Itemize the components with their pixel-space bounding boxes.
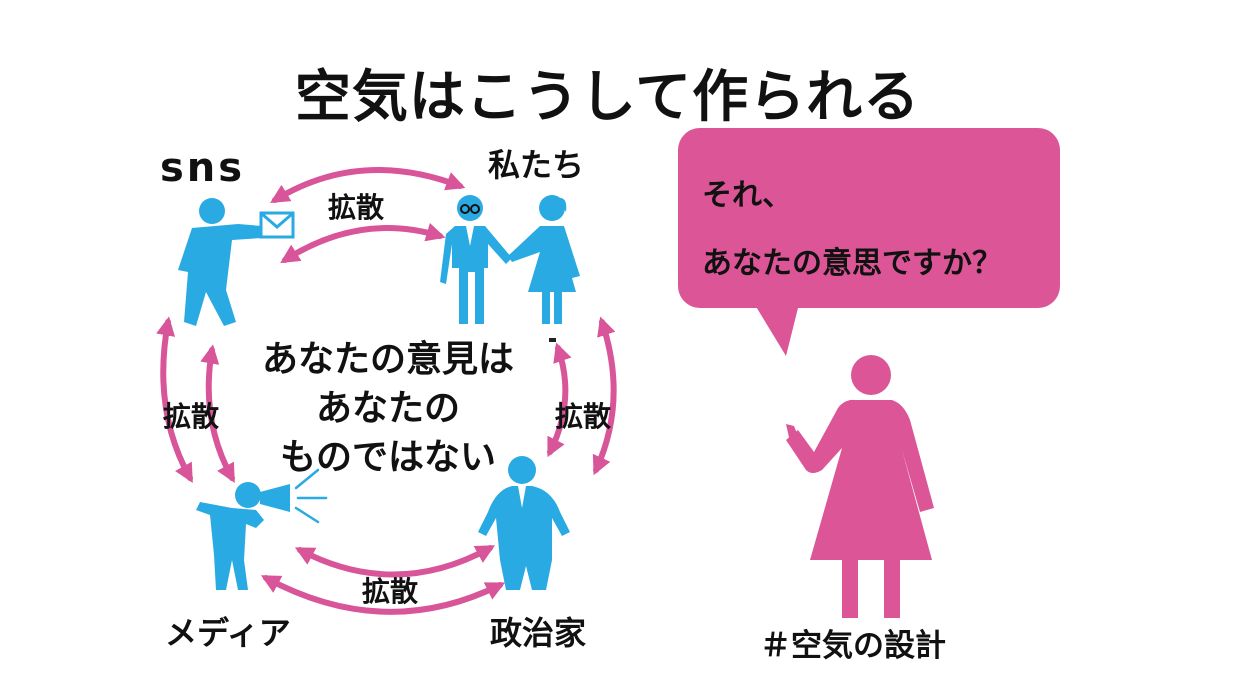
arrow-left-inner [200, 344, 235, 484]
spread-label-right: 拡散 [555, 400, 612, 433]
politician-icon [478, 456, 570, 590]
dash-mark [549, 338, 556, 342]
spread-label-left: 拡散 [163, 400, 220, 433]
spread-label-bottom: 拡散 [362, 575, 419, 608]
speech-bubble [678, 128, 1060, 356]
media-person-icon [196, 482, 264, 590]
envelope-icon [259, 211, 295, 239]
center-message-line-3: ものではない [279, 437, 496, 478]
arrow-right-inner [547, 342, 572, 458]
arrow-top-lower [280, 222, 446, 264]
node-label-media: メディア [165, 614, 291, 652]
hashtag: ＃空気の設計 [760, 628, 946, 664]
speech-bubble-line-1: それ、 [702, 178, 793, 213]
arrow-right-outer [592, 316, 617, 476]
arrow-top-upper [270, 167, 466, 204]
speech-bubble-line-2: あなたの意思ですか？ [702, 246, 1002, 281]
speech-bubble-text: それ、 あなたの意思ですか？ [702, 162, 1002, 298]
node-label-politician: 政治家 [490, 614, 587, 652]
node-label-us: 私たち [488, 146, 585, 184]
woman-pink-icon [786, 355, 934, 618]
node-label-sns: sns [160, 145, 246, 191]
arrow-left-outer [156, 316, 193, 484]
center-message-line-1: あなたの意見は [261, 339, 514, 380]
arrow-bottom-lower [260, 575, 506, 615]
spread-label-top: 拡散 [328, 191, 385, 224]
center-message: あなたの意見は あなたの ものではない [238, 335, 538, 482]
man-icon [440, 195, 512, 324]
sns-person-icon [178, 198, 262, 326]
spread-arrows [156, 167, 617, 615]
center-message-line-2: あなたの [315, 388, 460, 429]
page-title: 空気はこうして作られる [294, 65, 921, 130]
arrow-bottom-upper [294, 545, 496, 578]
woman-icon [508, 195, 580, 324]
megaphone-icon [260, 468, 328, 524]
